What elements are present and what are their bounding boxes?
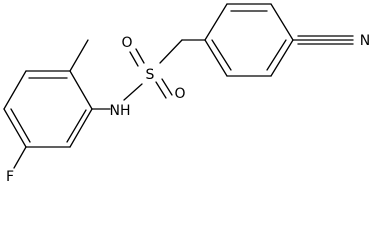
structure-drawing: S O O NH F N — [3, 3, 370, 185]
bond — [270, 39, 294, 77]
bond — [155, 81, 167, 99]
bond — [3, 108, 27, 148]
bond — [3, 70, 27, 110]
bond — [13, 146, 27, 169]
sulfur-atom-label: S — [146, 67, 155, 83]
bond — [69, 70, 93, 110]
atom-labels: S O O NH F N — [6, 33, 370, 185]
bonds — [3, 3, 354, 169]
structure-canvas: S O O NH F N — [3, 3, 370, 185]
bond — [135, 48, 145, 64]
bond — [10, 108, 31, 143]
bond — [159, 39, 183, 64]
amine-atom-label: NH — [110, 103, 131, 119]
bond — [270, 3, 294, 41]
oxygen-atom-label: O — [174, 86, 185, 102]
bond — [69, 39, 89, 72]
bond — [123, 83, 143, 101]
bond — [66, 109, 87, 143]
bond — [266, 39, 287, 71]
fluorine-atom-label: F — [6, 169, 14, 185]
oxygen-atom-label: O — [121, 35, 132, 51]
bond — [161, 78, 173, 96]
bond — [211, 39, 232, 71]
bond — [204, 3, 228, 41]
bond — [69, 108, 93, 148]
nitrogen-atom-label: N — [360, 33, 370, 49]
bond — [129, 51, 139, 67]
bond — [204, 39, 228, 77]
